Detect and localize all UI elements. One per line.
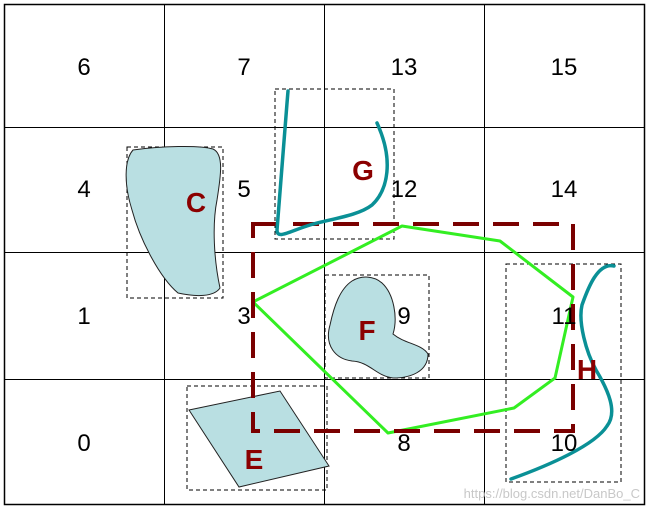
region-label-g: G: [352, 155, 374, 186]
cell-label-9: 9: [397, 303, 410, 330]
region-label-c: C: [186, 187, 206, 218]
cell-label-1: 1: [77, 303, 90, 330]
query-polygon: [251, 224, 575, 435]
curve-h: [509, 264, 616, 481]
cell-label-4: 4: [77, 176, 90, 203]
shape-f: [328, 276, 429, 379]
cell-label-15: 15: [551, 54, 578, 81]
query-rectangle: [251, 222, 575, 433]
shape-e: [188, 390, 330, 488]
cell-label-0: 0: [77, 430, 90, 457]
shape-c: [125, 145, 222, 297]
cell-label-3: 3: [237, 303, 250, 330]
cell-labels: 6 7 13 15 4 5 12 14 1 3 9 11 0 8 10: [77, 54, 577, 457]
cell-label-10: 10: [551, 430, 578, 457]
cell-label-7: 7: [237, 54, 250, 81]
bbox-c: [126, 146, 224, 299]
curve-g: [275, 89, 389, 237]
region-label-e: E: [245, 444, 264, 475]
cell-label-13: 13: [391, 54, 418, 81]
region-labels: C G F E H: [186, 155, 597, 475]
cell-label-8: 8: [397, 430, 410, 457]
bbox-g: [274, 88, 395, 240]
region-label-f: F: [358, 315, 375, 346]
cell-label-14: 14: [551, 176, 578, 203]
bounding-boxes: [126, 88, 622, 491]
cell-label-11: 11: [552, 303, 577, 330]
watermark-text: https://blog.csdn.net/DanBo_C: [464, 486, 640, 501]
bbox-f: [324, 274, 430, 379]
cell-label-6: 6: [77, 54, 90, 81]
region-label-h: H: [577, 354, 597, 385]
cell-label-5: 5: [237, 176, 250, 203]
bbox-h: [505, 263, 622, 483]
grid: [3, 3, 646, 506]
cell-label-12: 12: [391, 176, 418, 203]
bbox-e: [186, 385, 328, 491]
